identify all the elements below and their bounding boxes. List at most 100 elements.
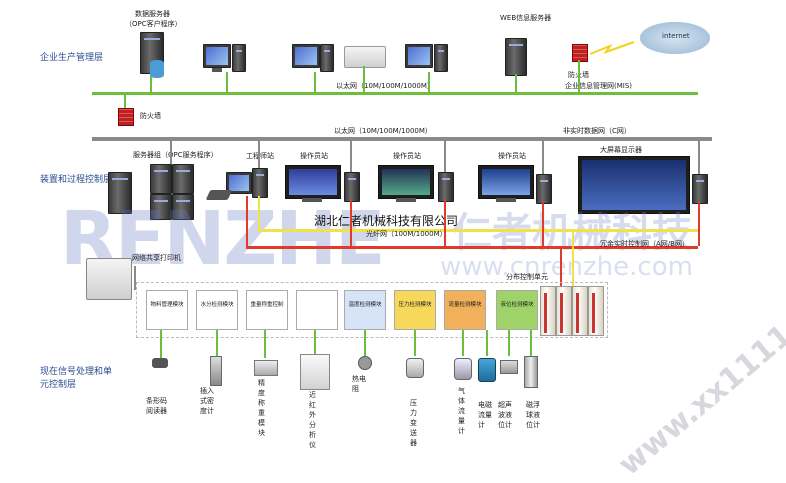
distributed-unit-label: 分布控制单元 bbox=[506, 273, 548, 281]
module-temperature: 温度检测模块 bbox=[344, 290, 386, 330]
fiber-network-bus bbox=[258, 229, 698, 232]
sensor-label-ultrasonic: 超声波液位计 bbox=[498, 401, 512, 429]
sensor-label-magnetic-float: 磁浮球液位计 bbox=[526, 401, 540, 429]
connector-line bbox=[258, 196, 260, 230]
control-cabinet bbox=[588, 286, 604, 336]
connector-line bbox=[124, 95, 126, 108]
bigscreen-label: 大屏幕显示器 bbox=[600, 146, 642, 154]
redundant-label: 冗余实时控制网（A网/B网） bbox=[600, 240, 689, 248]
operator-1-screen bbox=[285, 165, 341, 199]
ethernet-mid-label: 以太网（10M/100M/1000M） bbox=[334, 127, 432, 135]
connector-line bbox=[578, 60, 580, 92]
connector-line bbox=[363, 66, 365, 92]
density-meter-icon bbox=[210, 356, 222, 386]
control-cabinet bbox=[540, 286, 556, 336]
ultrasonic-level-icon bbox=[500, 360, 518, 374]
sensor-label-thermal: 热电阻 bbox=[352, 375, 366, 393]
weighing-module-icon bbox=[254, 360, 278, 376]
sensor-label-barcode: 条形码阅读器 bbox=[146, 397, 167, 415]
pc-tower-icon bbox=[232, 44, 246, 72]
distributed-unit-frame bbox=[136, 282, 608, 338]
pc-monitor-icon bbox=[292, 44, 320, 68]
connector-line bbox=[246, 196, 248, 248]
server-group-label: 服务器组（OPC服务程序） bbox=[133, 151, 218, 159]
module-blank bbox=[296, 290, 338, 330]
connector-line bbox=[508, 330, 510, 356]
pc-tower-icon bbox=[434, 44, 448, 72]
connector-line bbox=[264, 330, 266, 358]
magnetic-float-level-icon bbox=[524, 356, 538, 388]
server-icon bbox=[172, 194, 194, 220]
control-cabinet bbox=[572, 286, 588, 336]
layer-label-device-process: 装置和过程控制层 bbox=[40, 175, 113, 185]
monitor-stand bbox=[212, 68, 222, 72]
connector-line bbox=[428, 72, 430, 92]
operator-station-2-label: 操作员站 bbox=[393, 152, 421, 160]
connector-line bbox=[462, 330, 464, 356]
pc-tower-icon bbox=[320, 44, 334, 72]
sensor-label-em-flow: 电磁流量计 bbox=[478, 401, 492, 429]
pressure-transmitter-icon bbox=[406, 358, 424, 378]
module-level: 液位检测模块 bbox=[496, 290, 538, 330]
operator-center-screen bbox=[378, 165, 434, 199]
connector-line bbox=[134, 266, 136, 290]
connector-line bbox=[216, 330, 218, 356]
db-server-subtitle: （OPC客户程序） bbox=[125, 20, 182, 28]
firewall-icon bbox=[118, 108, 134, 126]
watermark-url: www.cnrenzhe.com bbox=[440, 252, 693, 282]
connector-line bbox=[364, 330, 366, 356]
connector-line bbox=[560, 246, 562, 286]
firewall-icon bbox=[572, 44, 588, 62]
connector-line bbox=[530, 330, 532, 356]
watermark-diagonal-url: www.xx1111.com bbox=[612, 265, 786, 483]
server-icon bbox=[150, 194, 172, 220]
web-server-label: WEB信息服务器 bbox=[500, 14, 552, 22]
sensor-label-weighing: 精度称重模块 bbox=[258, 379, 265, 437]
control-ethernet-bus bbox=[92, 137, 712, 141]
sensor-label-density: 插入式密度计 bbox=[200, 387, 214, 415]
server-icon bbox=[108, 172, 132, 214]
pc-monitor-icon bbox=[203, 44, 231, 68]
connector-line bbox=[160, 330, 162, 358]
connector-line bbox=[226, 72, 228, 92]
connector-line bbox=[350, 141, 352, 172]
control-cabinet bbox=[556, 286, 572, 336]
layer-label-enterprise: 企业生产管理层 bbox=[40, 53, 104, 63]
connector-line bbox=[314, 72, 316, 92]
connector-line bbox=[542, 202, 544, 246]
engineer-station-label: 工程师站 bbox=[246, 152, 274, 160]
module-pressure: 压力检测模块 bbox=[394, 290, 436, 330]
monitor-stand bbox=[496, 198, 516, 202]
firewall-mid-label: 防火墙 bbox=[140, 112, 161, 120]
electromagnetic-flowmeter-icon bbox=[478, 358, 496, 382]
pc-monitor-icon bbox=[405, 44, 433, 68]
layer-label-field: 现在信号处理和单元控制层 bbox=[40, 367, 113, 390]
engineer-monitor-icon bbox=[226, 172, 252, 194]
sensor-label-nir: 近红外分析仪 bbox=[309, 391, 316, 449]
printer-icon bbox=[344, 46, 386, 68]
connector-line bbox=[150, 76, 152, 92]
connector-line bbox=[350, 200, 352, 246]
sensor-label-gas-flow: 气体流量计 bbox=[458, 387, 465, 435]
connector-line bbox=[572, 229, 574, 286]
connector-line bbox=[314, 330, 316, 354]
operator-tower-icon bbox=[536, 174, 552, 204]
module-flow: 流量检测模块 bbox=[444, 290, 486, 330]
company-name: 湖北仁者机械科技有限公司 bbox=[314, 214, 459, 228]
server-icon bbox=[150, 164, 172, 194]
bigscreen-tower-icon bbox=[692, 174, 708, 204]
monitor-stand bbox=[302, 198, 322, 202]
server-icon bbox=[172, 164, 194, 194]
module-weight: 重量称重控制 bbox=[246, 290, 288, 330]
connector-line bbox=[698, 141, 700, 174]
nir-analyzer-icon bbox=[300, 354, 330, 390]
operator-station-1-label: 操作员站 bbox=[300, 152, 328, 160]
web-server-icon bbox=[505, 38, 527, 76]
gas-flowmeter-icon bbox=[454, 358, 472, 380]
mis-label: 企业信息管理网(MIS) bbox=[565, 82, 633, 90]
fiber-label: 光纤网（100M/1000M） bbox=[366, 230, 447, 238]
non-realtime-label: 非实时数据网（C网） bbox=[563, 127, 631, 135]
ethernet-top-label: 以太网（10M/100M/1000M） bbox=[336, 82, 434, 90]
operator-tower-icon bbox=[438, 172, 454, 202]
connector-line bbox=[444, 200, 446, 246]
